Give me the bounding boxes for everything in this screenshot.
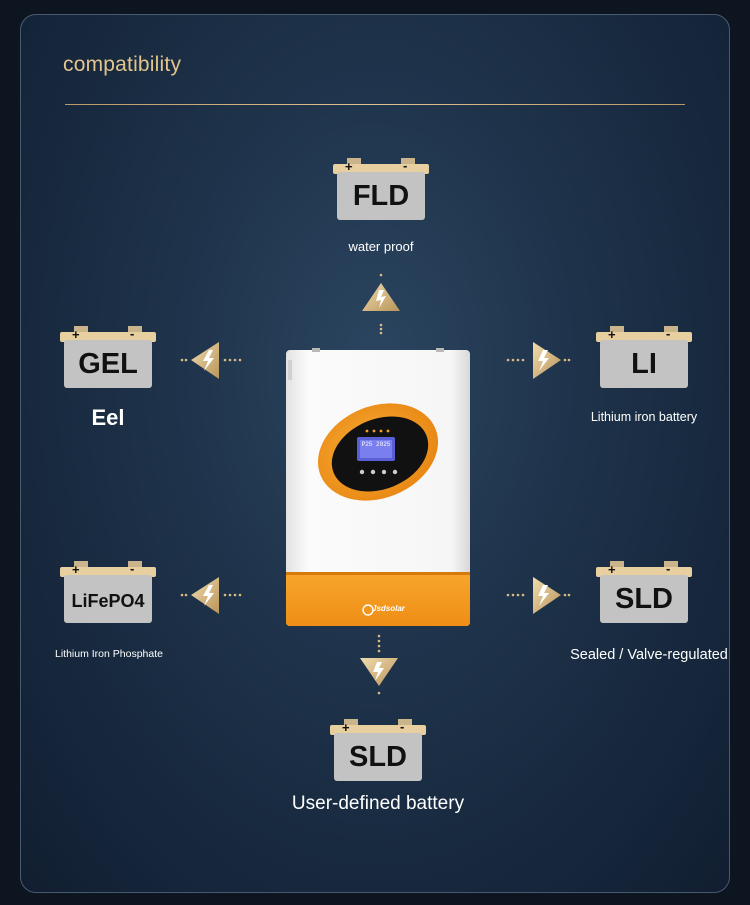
battery-caption: Eel: [91, 405, 125, 430]
terminal-minus: -: [403, 158, 408, 173]
inverter-screen-text: P25 2025: [361, 441, 391, 448]
lightning-bolt-icon: [180, 577, 242, 614]
lightning-bolt-icon: [362, 273, 400, 335]
inverter-device: [286, 348, 470, 626]
lightning-bolt-icon: [506, 577, 571, 614]
brand-logo: Jsdsolar: [372, 604, 405, 613]
terminal-plus: +: [608, 562, 616, 577]
compatibility-panel: compatibility + - FLD water proof + - GE…: [20, 14, 730, 893]
battery-icon: [596, 326, 692, 388]
battery-lifepo4: + - LiFePO4: [58, 553, 158, 625]
battery-caption: Sealed / Valve-regulated: [570, 647, 728, 663]
terminal-plus: +: [72, 562, 80, 577]
battery-label: GEL: [78, 348, 138, 380]
battery-caption: water proof: [348, 239, 414, 254]
terminal-plus: +: [72, 327, 80, 342]
battery-caption: Lithium Iron Phosphate: [55, 648, 163, 660]
title-divider: [65, 104, 685, 105]
battery-icon: [60, 561, 156, 623]
battery-icon: [330, 719, 426, 781]
battery-label: LiFePO4: [71, 591, 145, 611]
battery-icon: [333, 158, 429, 220]
lightning-bolt-icon: [360, 634, 398, 695]
battery-label: LI: [631, 348, 657, 380]
battery-sld-bottom: + - SLD: [328, 711, 428, 783]
terminal-plus: +: [608, 327, 616, 342]
battery-fld: + - FLD: [331, 150, 431, 222]
lightning-bolt-icon: [180, 342, 242, 379]
terminal-plus: +: [342, 720, 350, 735]
terminal-minus: -: [130, 561, 135, 576]
battery-caption: User-defined battery: [291, 793, 465, 814]
page-title: compatibility: [63, 53, 182, 76]
battery-icon: [60, 326, 156, 388]
lightning-bolt-icon: [506, 342, 571, 379]
terminal-minus: -: [400, 719, 405, 734]
terminal-minus: -: [666, 561, 671, 576]
terminal-minus: -: [666, 326, 671, 341]
terminal-plus: +: [345, 159, 353, 174]
battery-label: FLD: [352, 180, 410, 212]
battery-sld-right: + - SLD: [594, 553, 694, 625]
battery-label: SLD: [615, 583, 673, 615]
battery-caption: Lithium iron battery: [590, 410, 698, 424]
battery-li: + - LI: [594, 318, 694, 390]
battery-gel: + - GEL: [58, 318, 158, 390]
terminal-minus: -: [130, 326, 135, 341]
battery-icon: [596, 561, 692, 623]
battery-label: SLD: [349, 741, 407, 773]
solar-inverter: P25 2025 Jsdsolar: [286, 348, 472, 633]
